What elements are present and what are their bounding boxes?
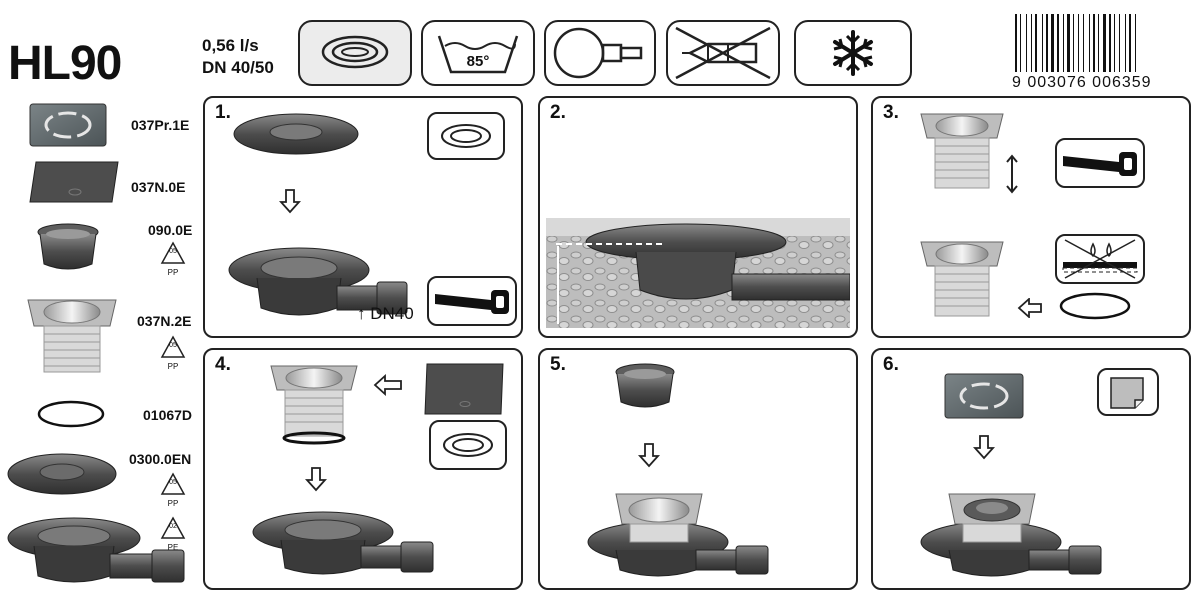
adjustable-frame-with-ring-image — [270, 365, 358, 445]
step-number: 3. — [883, 102, 899, 123]
step-number: 6. — [883, 354, 899, 375]
part-code: 037N.2E — [137, 313, 192, 329]
adjustable-frame-image — [27, 299, 117, 373]
recycle-icon: 05 PP — [160, 241, 186, 277]
step-number: 4. — [215, 354, 231, 375]
part-code: 0300.0EN — [129, 451, 192, 467]
seal-ring-icon — [427, 112, 505, 160]
part-code: 01067D — [143, 407, 193, 423]
barcode-number: 9 003076 006359 — [1012, 74, 1152, 91]
hot-water-bowl-icon: 85° — [421, 20, 535, 86]
no-oil-spray-icon — [666, 20, 780, 86]
flow-rate: 0,56 l/s — [202, 36, 259, 55]
cover-plate-image — [29, 161, 119, 203]
barcode-icon — [1015, 14, 1136, 72]
adjustable-frame-image — [920, 241, 1004, 317]
odour-trap-basket-image — [615, 363, 675, 408]
step-3-panel: 3. — [871, 96, 1191, 338]
height-adjust-arrow-icon — [1006, 154, 1018, 194]
part-code: 037N.0E — [131, 179, 186, 195]
drain-body-image — [252, 511, 434, 575]
tile-icon — [1097, 368, 1159, 416]
adjustable-frame-image — [920, 113, 1004, 189]
arrow-left-icon — [1017, 298, 1042, 318]
sealing-collar-image — [7, 453, 117, 495]
seal-ring-icon — [429, 420, 507, 470]
step-6-panel: 6. — [871, 348, 1191, 590]
arrow-down-icon — [279, 189, 301, 214]
temperature-label: 85° — [467, 53, 490, 70]
recycle-icon: 02 PE — [160, 516, 186, 552]
pipe-size-annotation: ↑ DN40 — [357, 304, 414, 323]
pipe-size: DN 40/50 — [202, 58, 274, 77]
part-code: 090.0E — [148, 222, 193, 238]
frost-resistant-icon — [794, 20, 912, 86]
step-number: 2. — [550, 102, 566, 123]
recycle-icon: 05 PP — [160, 335, 186, 371]
step-5-panel: 5. — [538, 348, 858, 590]
step-2-panel: 2. — [538, 96, 858, 338]
step-number: 5. — [550, 354, 566, 375]
o-ring-image — [1059, 292, 1131, 320]
no-lubricant-icon — [1055, 234, 1145, 284]
step-number: 1. — [215, 102, 231, 123]
product-title: HL90 — [8, 37, 122, 90]
arrow-down-icon — [638, 443, 660, 468]
assembled-drain-image — [587, 493, 769, 577]
saw-icon — [1055, 138, 1145, 188]
grate-plate-image — [944, 373, 1024, 419]
arrow-down-icon — [305, 467, 327, 492]
o-ring-image — [37, 400, 105, 428]
arrow-left-icon — [373, 374, 402, 396]
installed-drain-cross-section — [546, 218, 850, 328]
seal-ring-icon — [298, 20, 412, 86]
odour-trap-basket-image — [37, 223, 99, 270]
arrow-down-icon — [973, 435, 995, 460]
cover-plate-image — [424, 363, 504, 415]
drain-body-image — [7, 517, 185, 583]
finished-drain-image — [920, 493, 1102, 577]
part-code: 037Pr.1E — [131, 117, 190, 133]
step-4-panel: 4. — [203, 348, 523, 590]
grate-plate-image — [29, 103, 107, 147]
pipe-connection-icon — [544, 20, 656, 86]
sealing-collar-image — [233, 113, 359, 155]
step-1-panel: 1. ↑ DN40 — [203, 96, 523, 338]
saw-icon — [427, 276, 517, 326]
recycle-icon: 05 PP — [160, 472, 186, 508]
drain-body-image — [228, 247, 408, 316]
